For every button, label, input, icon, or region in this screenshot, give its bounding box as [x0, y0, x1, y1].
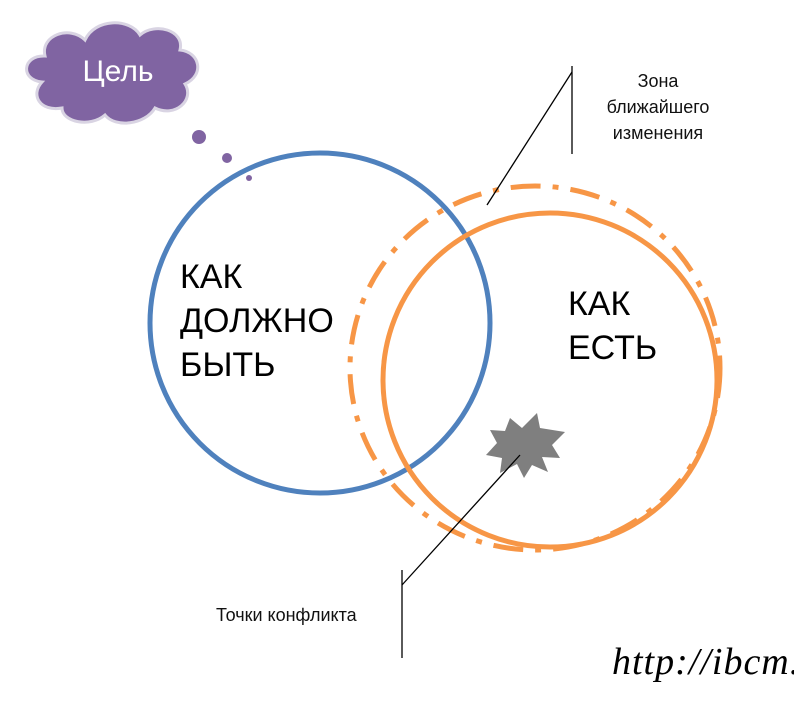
- should-be-line-3: БЫТЬ: [180, 346, 276, 384]
- thought-bubble-2: [222, 153, 232, 163]
- should-be-circle: [147, 150, 493, 496]
- change-zone-circle: [347, 183, 723, 553]
- should-be-line-1: КАК: [180, 258, 243, 296]
- conflict-leader-line: [401, 454, 521, 586]
- goal-cloud-shape: [25, 21, 200, 125]
- change-zone-label: Зона ближайшего изменения: [588, 68, 728, 146]
- goal-label: Цель: [82, 55, 154, 88]
- thought-bubble-1: [192, 130, 206, 144]
- should-be-text: КАК ДОЛЖНО БЫТЬ: [180, 255, 334, 387]
- change-zone-line-2: ближайшего: [606, 97, 710, 117]
- thought-bubble-3: [246, 175, 252, 181]
- change-zone-line-3: изменения: [612, 123, 704, 143]
- conflict-points-label: Точки конфликта: [216, 605, 357, 625]
- zone-leader-line: [486, 71, 573, 206]
- as-is-text: КАК ЕСТЬ: [568, 282, 657, 370]
- change-zone-line-1: Зона: [637, 71, 679, 91]
- as-is-line-1: КАК: [568, 285, 631, 323]
- should-be-line-2: ДОЛЖНО: [180, 302, 334, 340]
- as-is-line-2: ЕСТЬ: [568, 329, 658, 367]
- site-url: http://ibcm.biz: [612, 641, 794, 683]
- conflict-point-marker: [486, 413, 565, 478]
- as-is-circle: [380, 210, 720, 550]
- goal-cloud: [25, 21, 252, 181]
